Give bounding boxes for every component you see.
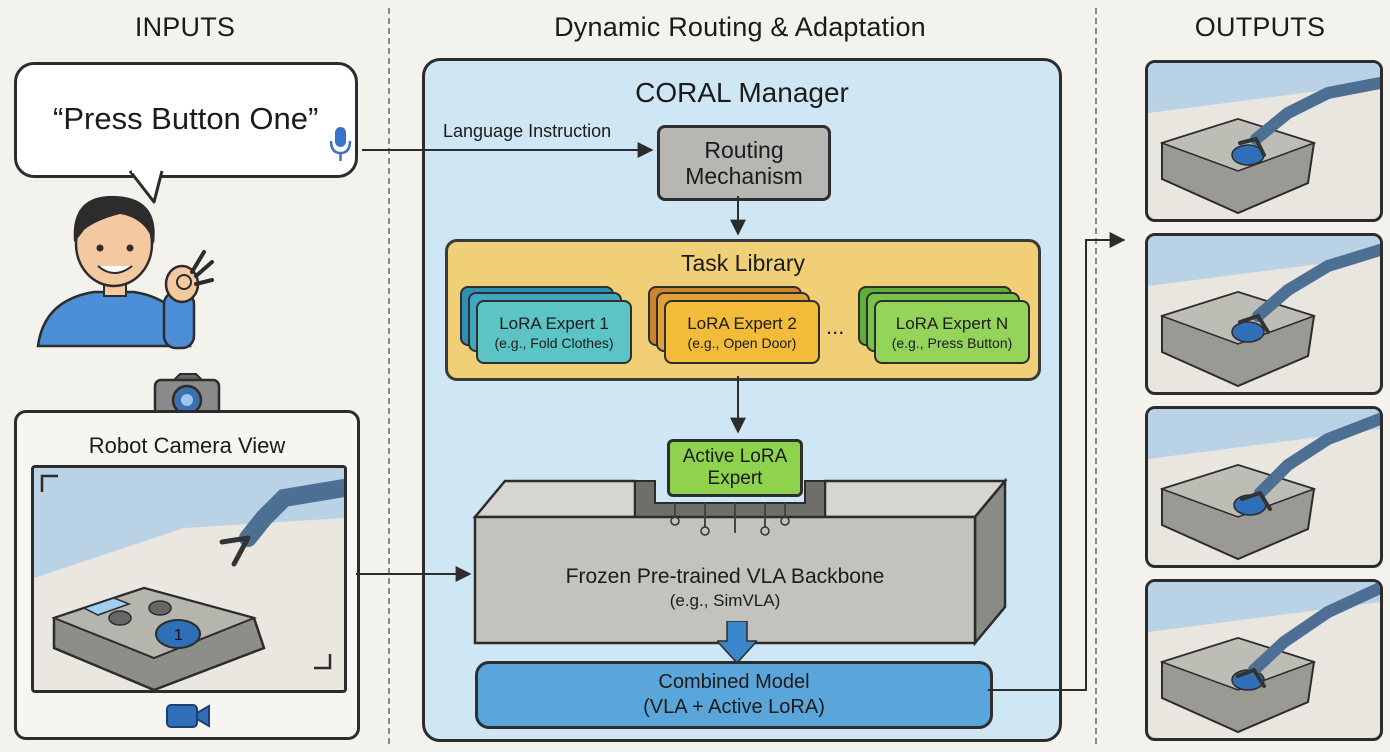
output-scene-4 (1148, 582, 1380, 734)
routing-mechanism: Routing Mechanism (657, 125, 831, 201)
backbone-subtitle: (e.g., SimVLA) (669, 591, 781, 610)
output-frame-2 (1145, 233, 1383, 395)
lora-expert-2: LoRA Expert 2 (e.g., Open Door) (664, 300, 820, 364)
output-scene-2 (1148, 236, 1380, 388)
output-frame-1 (1145, 60, 1383, 222)
speech-bubble: “Press Button One” (14, 62, 358, 178)
backbone-title: Frozen Pre-trained VLA Backbone (565, 565, 885, 588)
lora-expert-1: LoRA Expert 1 (e.g., Fold Clothes) (476, 300, 632, 364)
camera-button-label: 1 (174, 627, 183, 644)
outputs-header: OUTPUTS (1194, 12, 1326, 42)
expert1-name: LoRA Expert 1 (499, 314, 609, 333)
coral-manager-panel: CORAL Manager Language Instruction Routi… (422, 58, 1062, 742)
speech-text: “Press Button One” (53, 101, 319, 136)
combined-line1: Combined Model (658, 671, 810, 693)
video-camera-icon (166, 704, 210, 728)
output-frame-4 (1145, 579, 1383, 741)
camera-view-panel: Robot Camera View 1 (14, 410, 360, 740)
expert2-example: (e.g., Open Door) (687, 335, 797, 351)
language-instruction-label: Language Instruction (443, 121, 612, 141)
inputs-header: INPUTS (134, 12, 236, 42)
backbone-to-combined-arrow (717, 621, 757, 663)
camera-scene: 1 (34, 468, 344, 690)
routing-line2: Mechanism (685, 163, 803, 189)
combined-line2: (VLA + Active LoRA) (643, 696, 825, 718)
manager-title: CORAL Manager (635, 77, 849, 108)
camera-frame: 1 (31, 465, 347, 693)
separator-left (388, 8, 390, 744)
separator-right (1095, 8, 1097, 744)
expertN-example: (e.g., Press Button) (891, 335, 1013, 351)
active-line2: Expert (707, 468, 763, 489)
output-scene-1 (1148, 63, 1380, 215)
middle-header: Dynamic Routing & Adaptation (554, 12, 926, 42)
output-frame-3 (1145, 406, 1383, 568)
task-library-title: Task Library (681, 250, 805, 276)
expert2-name: LoRA Expert 2 (687, 314, 797, 333)
expert1-example: (e.g., Fold Clothes) (494, 335, 614, 351)
active-line1: Active LoRA (682, 446, 788, 467)
person-illustration (36, 195, 214, 350)
expertN-name: LoRA Expert N (895, 314, 1009, 333)
task-library: Task Library LoRA Expert 1 (e.g., Fold C… (445, 239, 1041, 381)
camera-view-title: Robot Camera View (88, 433, 286, 458)
lora-expert-n: LoRA Expert N (e.g., Press Button) (874, 300, 1030, 364)
microphone-icon (329, 127, 352, 161)
experts-ellipsis: ... (826, 314, 845, 339)
combined-model: Combined Model (VLA + Active LoRA) (475, 661, 993, 729)
routing-line1: Routing (704, 137, 784, 163)
speech-bubble-tail (128, 170, 164, 204)
output-scene-3 (1148, 409, 1380, 561)
active-lora-expert: Active LoRA Expert (667, 439, 803, 497)
